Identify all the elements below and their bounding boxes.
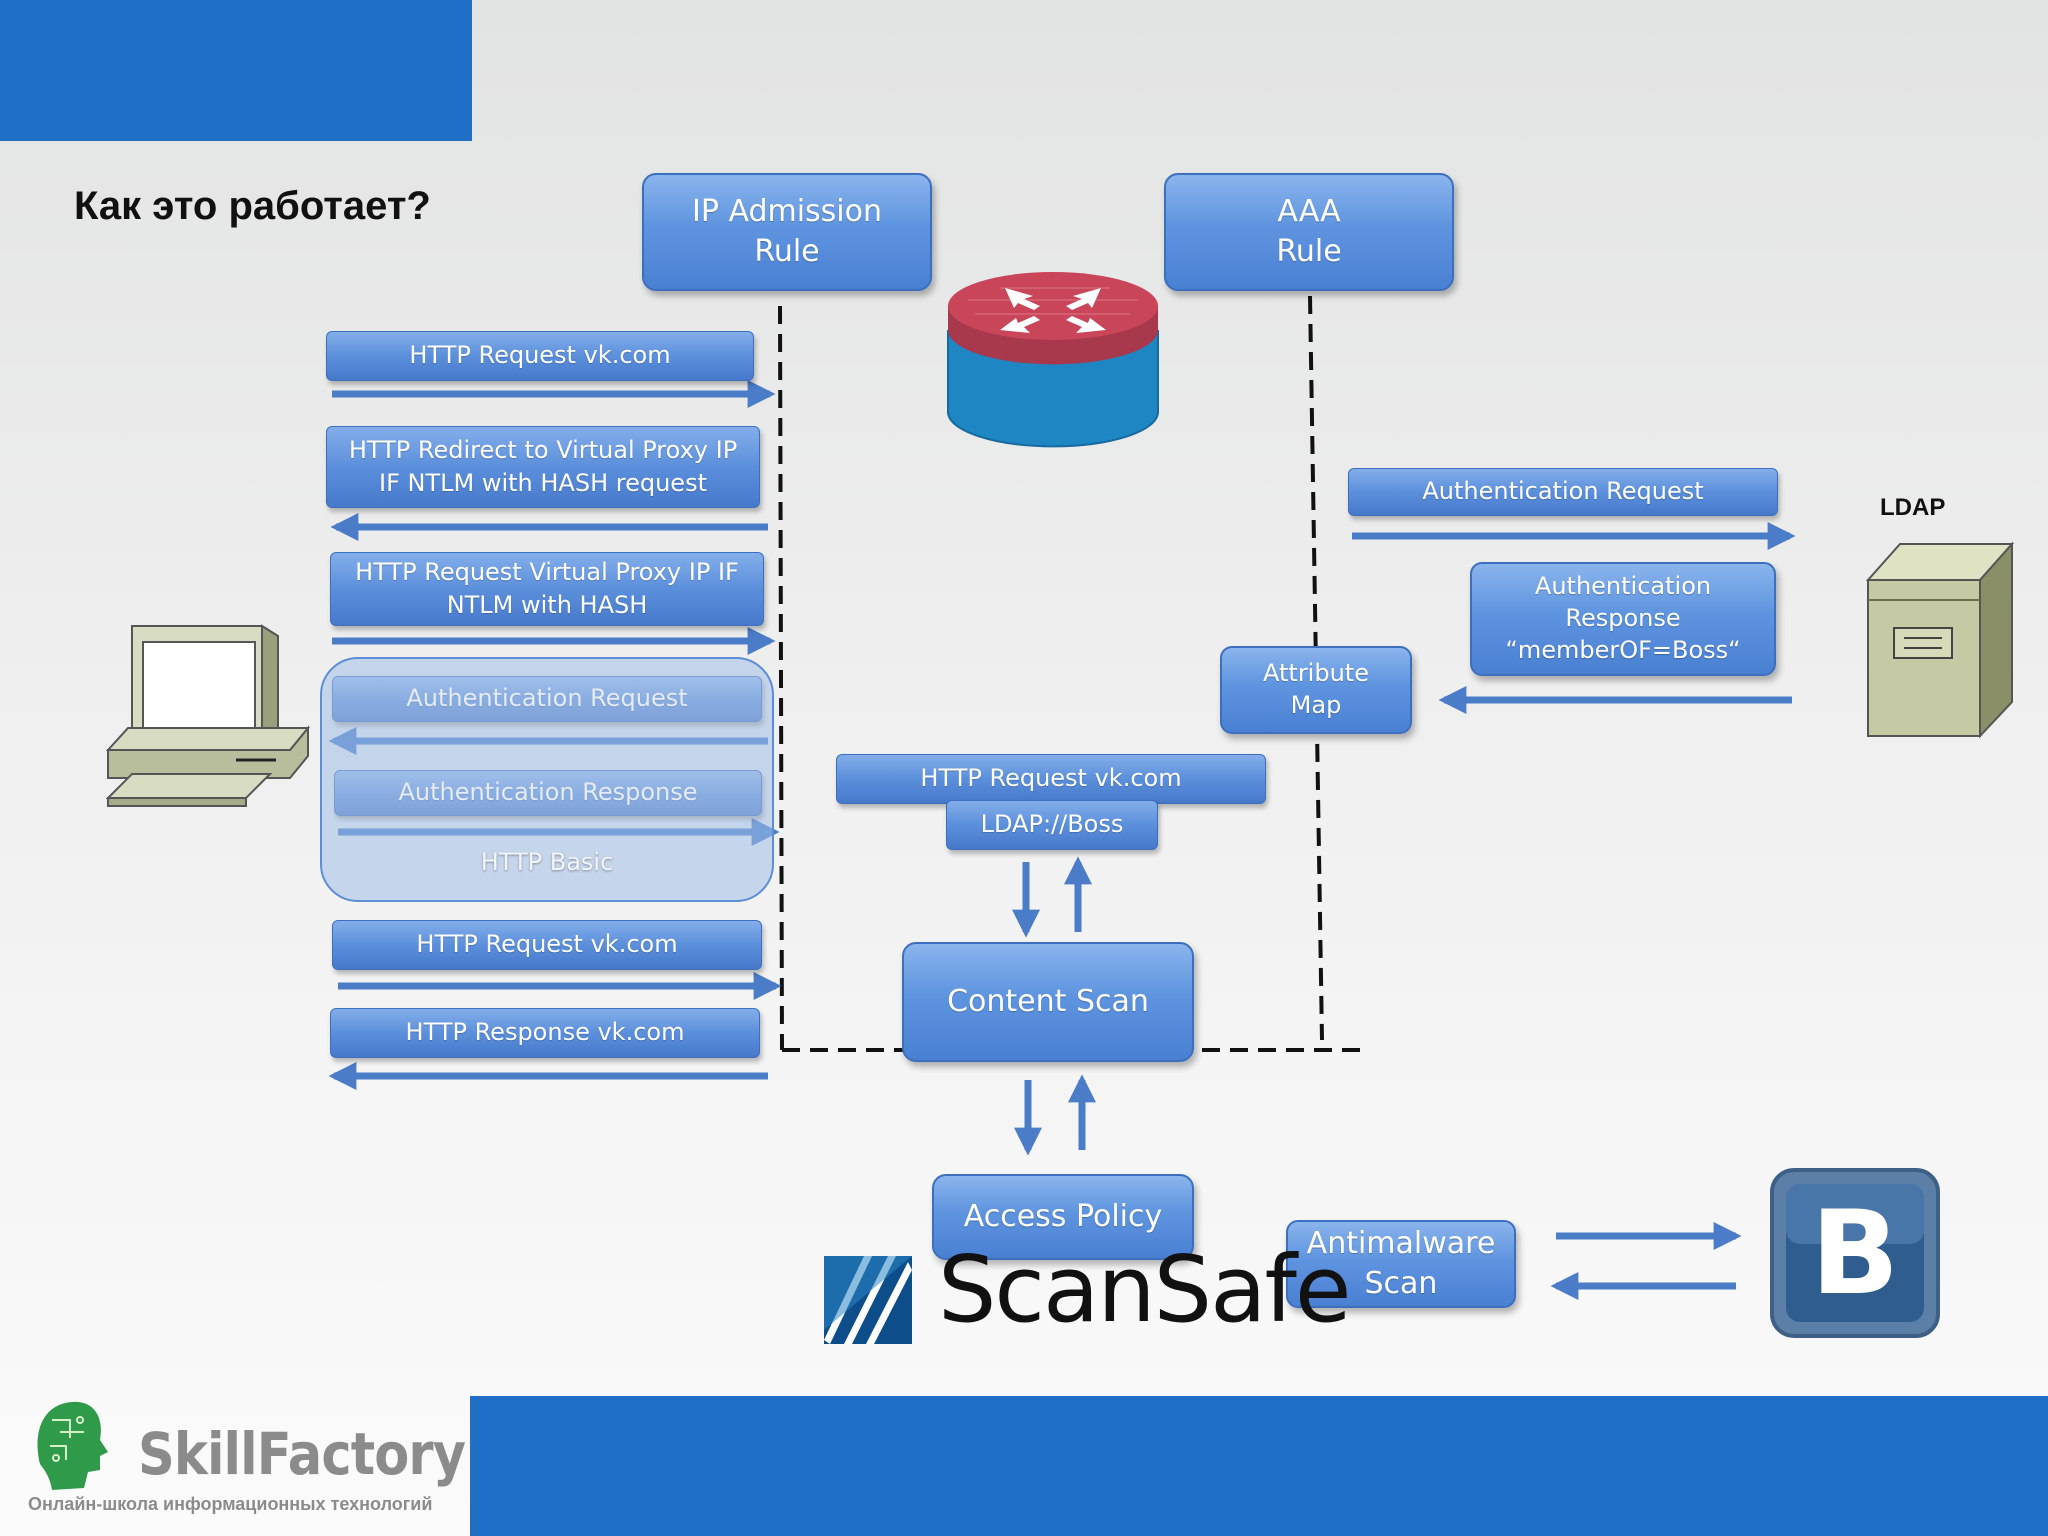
attribute-map-box[interactable]: Attribute Map xyxy=(1220,646,1412,734)
content-scan-label: Content Scan xyxy=(947,984,1149,1020)
msg-http-request-1-label: HTTP Request vk.com xyxy=(409,341,671,370)
scansafe-logo-text: ScanSafe xyxy=(938,1236,1351,1343)
msg-auth-request-right-label: Authentication Request xyxy=(1422,477,1704,506)
skillfactory-logo-icon xyxy=(37,1401,108,1490)
msg-auth-request-left-label: Authentication Request xyxy=(406,684,688,713)
msg-http-request-2[interactable]: HTTP Request vk.com xyxy=(332,920,762,970)
vk-logo-icon xyxy=(1770,1168,1940,1338)
vk-logo-letter: B xyxy=(1810,1185,1900,1321)
content-scan-box[interactable]: Content Scan xyxy=(902,942,1194,1062)
slide-title: Как это работает? xyxy=(74,184,431,228)
msg-auth-response-left[interactable]: Authentication Response xyxy=(334,770,762,816)
msg-auth-response-right-label: Authentication Response “memberOF=Boss“ xyxy=(1505,572,1741,664)
msg-ldap-boss-label: LDAP://Boss xyxy=(980,810,1124,839)
top-brand-bar xyxy=(0,0,472,141)
http-basic-label: HTTP Basic xyxy=(480,848,614,876)
msg-http-request-center[interactable]: HTTP Request vk.com xyxy=(836,754,1266,804)
access-policy-box[interactable]: Access Policy xyxy=(932,1174,1194,1260)
msg-auth-response-right[interactable]: Authentication Response “memberOF=Boss“ xyxy=(1470,562,1776,676)
aaa-rule-box[interactable]: AAA Rule xyxy=(1164,173,1454,291)
scansafe-emblem-icon xyxy=(824,1256,912,1344)
aaa-rule-label: AAA Rule xyxy=(1276,194,1342,269)
router-icon xyxy=(947,272,1159,448)
msg-auth-response-left-label: Authentication Response xyxy=(398,778,698,807)
skillfactory-tagline: Онлайн-школа информационных технологий xyxy=(28,1494,433,1514)
msg-ldap-boss[interactable]: LDAP://Boss xyxy=(946,800,1158,850)
msg-http-request-virtual[interactable]: HTTP Request Virtual Proxy IP IF NTLM wi… xyxy=(330,552,764,626)
antimalware-scan-label: Antimalware Scan xyxy=(1306,1226,1496,1301)
msg-auth-request-right[interactable]: Authentication Request xyxy=(1348,468,1778,516)
ldap-server-icon xyxy=(1865,541,2015,739)
bottom-brand-bar xyxy=(470,1396,2048,1536)
msg-http-response[interactable]: HTTP Response vk.com xyxy=(330,1008,760,1058)
ip-admission-rule-label: IP Admission Rule xyxy=(691,194,883,269)
attribute-map-label: Attribute Map xyxy=(1263,659,1369,719)
msg-auth-request-left[interactable]: Authentication Request xyxy=(332,676,762,722)
msg-http-request-virtual-label: HTTP Request Virtual Proxy IP IF NTLM wi… xyxy=(355,557,739,619)
msg-http-request-center-label: HTTP Request vk.com xyxy=(920,764,1182,793)
skillfactory-name: SkillFactory xyxy=(138,1420,466,1488)
msg-http-response-label: HTTP Response vk.com xyxy=(405,1018,685,1047)
msg-http-redirect[interactable]: HTTP Redirect to Virtual Proxy IP IF NTL… xyxy=(326,426,760,508)
computer-icon xyxy=(105,624,311,807)
access-policy-label: Access Policy xyxy=(963,1199,1163,1235)
msg-http-request-2-label: HTTP Request vk.com xyxy=(416,930,678,959)
ldap-label: LDAP xyxy=(1880,494,1946,521)
antimalware-scan-box[interactable]: Antimalware Scan xyxy=(1286,1220,1516,1308)
msg-http-redirect-label: HTTP Redirect to Virtual Proxy IP IF NTL… xyxy=(348,435,738,497)
ip-admission-rule-box[interactable]: IP Admission Rule xyxy=(642,173,932,291)
msg-http-request-1[interactable]: HTTP Request vk.com xyxy=(326,331,754,381)
